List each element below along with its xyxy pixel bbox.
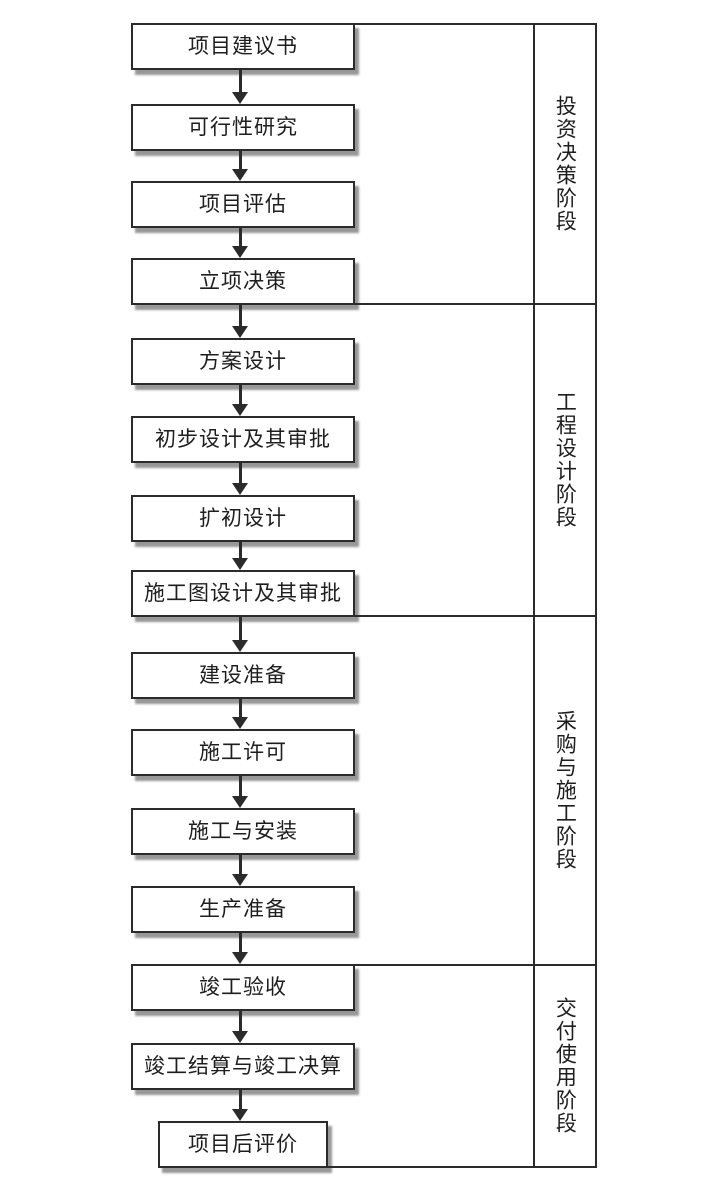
arrow-head: [232, 874, 248, 886]
process-box: 项目后评价: [158, 1121, 328, 1168]
arrow-shaft: [238, 463, 242, 485]
arrow-shaft: [238, 542, 242, 560]
down-arrow-icon: [232, 933, 248, 964]
phase-label: 投资决策阶段: [553, 95, 578, 233]
arrow-shaft: [238, 305, 242, 328]
arrow-head: [232, 1031, 248, 1043]
phase-bracket-line: [355, 303, 597, 305]
phase-cell: 投资决策阶段: [533, 25, 597, 303]
arrow-head: [232, 1109, 248, 1121]
arrow-head: [232, 404, 248, 416]
down-arrow-icon: [232, 151, 248, 181]
arrow-head: [232, 169, 248, 181]
process-box: 立项决策: [131, 258, 355, 305]
phase-cell: 交付使用阶段: [533, 966, 597, 1166]
process-box: 施工与安装: [131, 808, 355, 855]
process-box-label: 初步设计及其审批: [155, 427, 331, 451]
down-arrow-icon: [232, 617, 248, 652]
process-box-label: 立项决策: [199, 269, 287, 293]
down-arrow-icon: [232, 776, 248, 808]
down-arrow-icon: [232, 228, 248, 258]
down-arrow-icon: [232, 1011, 248, 1043]
arrow-head: [232, 952, 248, 964]
arrow-shaft: [238, 1011, 242, 1033]
process-box: 项目建议书: [131, 23, 355, 70]
phase-bracket-line: [328, 1166, 597, 1168]
down-arrow-icon: [232, 855, 248, 886]
arrow-head: [232, 717, 248, 729]
process-box: 初步设计及其审批: [131, 416, 355, 463]
down-arrow-icon: [232, 699, 248, 729]
process-box: 项目评估: [131, 181, 355, 228]
phase-label: 交付使用阶段: [553, 997, 578, 1135]
arrow-shaft: [238, 70, 242, 94]
arrow-head: [232, 796, 248, 808]
process-box-label: 施工与安装: [188, 819, 298, 843]
arrow-shaft: [238, 385, 242, 406]
phase-bracket-line: [355, 964, 597, 966]
process-box: 建设准备: [131, 652, 355, 699]
arrow-head: [232, 640, 248, 652]
process-box-label: 项目评估: [199, 192, 287, 216]
down-arrow-icon: [232, 385, 248, 416]
arrow-head: [232, 246, 248, 258]
process-box: 竣工验收: [131, 964, 355, 1011]
process-box: 竣工结算与竣工决算: [131, 1043, 355, 1090]
arrow-shaft: [238, 617, 242, 642]
arrow-shaft: [238, 699, 242, 719]
process-box-label: 竣工结算与竣工决算: [144, 1054, 342, 1078]
process-box: 施工图设计及其审批: [131, 570, 355, 617]
arrow-head: [232, 558, 248, 570]
arrow-shaft: [238, 855, 242, 876]
down-arrow-icon: [232, 70, 248, 104]
down-arrow-icon: [232, 305, 248, 338]
phase-cell: 采购与施工阶段: [533, 617, 597, 964]
down-arrow-icon: [232, 1090, 248, 1121]
process-box: 施工许可: [131, 729, 355, 776]
process-box-label: 建设准备: [199, 663, 287, 687]
process-box: 生产准备: [131, 886, 355, 933]
down-arrow-icon: [232, 463, 248, 495]
arrow-shaft: [238, 933, 242, 954]
arrow-shaft: [238, 1090, 242, 1111]
process-box: 扩初设计: [131, 495, 355, 542]
phase-column: [533, 23, 597, 1168]
process-box-label: 施工图设计及其审批: [144, 581, 342, 605]
arrow-head: [232, 483, 248, 495]
down-arrow-icon: [232, 542, 248, 570]
phase-label: 采购与施工阶段: [553, 710, 578, 871]
arrow-shaft: [238, 151, 242, 171]
arrow-head: [232, 326, 248, 338]
process-box: 可行性研究: [131, 104, 355, 151]
phase-label: 工程设计阶段: [553, 391, 578, 529]
arrow-head: [232, 92, 248, 104]
process-box-label: 生产准备: [199, 897, 287, 921]
process-box-label: 项目建议书: [188, 34, 298, 58]
process-box-label: 施工许可: [199, 740, 287, 764]
process-box-label: 竣工验收: [199, 975, 287, 999]
process-box-label: 可行性研究: [188, 115, 298, 139]
process-box: 方案设计: [131, 338, 355, 385]
phase-bracket-line: [355, 615, 597, 617]
process-box-label: 方案设计: [199, 349, 287, 373]
phase-bracket-line: [355, 23, 597, 25]
process-box-label: 扩初设计: [199, 506, 287, 530]
process-box-label: 项目后评价: [188, 1132, 298, 1156]
arrow-shaft: [238, 776, 242, 798]
arrow-shaft: [238, 228, 242, 248]
phase-cell: 工程设计阶段: [533, 305, 597, 615]
